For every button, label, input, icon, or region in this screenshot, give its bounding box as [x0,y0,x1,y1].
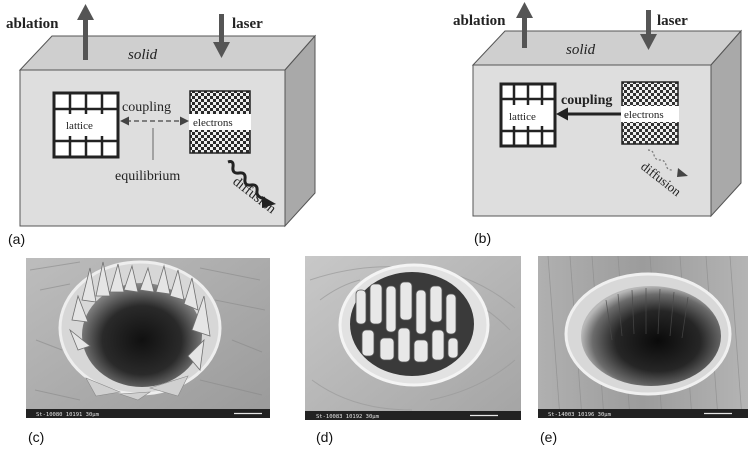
equilibrium-label: equilibrium [115,169,180,184]
crater-spikes [69,261,211,371]
scale-bar-text: St-10083 10192 30µm [316,414,380,420]
electrons-label: electrons [624,109,664,121]
laser-label: laser [232,16,263,32]
panel-d-label: (d) [316,429,333,445]
scale-bar-text: St-14003 10196 30µm [548,412,612,418]
lattice-box [52,91,120,159]
surface-texture [29,261,266,401]
crater-debris [85,375,189,401]
crater-wall-lines [605,288,689,341]
ablation-label: ablation [453,13,506,29]
coupling-label: coupling [561,93,612,108]
solid-label: solid [566,42,596,58]
scale-bar-strip [538,409,748,418]
crater-columns [355,281,459,363]
ablation-arrow [516,2,533,48]
lattice-label: lattice [509,111,536,123]
electrons-box [621,81,679,145]
crater-hole [82,283,202,387]
panel-c-micrograph: St-10080 10191 30µm (c) [26,258,270,445]
lattice-box [499,82,557,148]
laser-label: laser [657,13,688,29]
electrons-label: electrons [193,117,233,129]
scale-bar-strip [26,409,270,418]
coupling-label: coupling [122,100,171,115]
solid-side-face [284,34,316,228]
solid-top-face [18,35,317,71]
panel-b-label: (b) [474,230,491,246]
solid-top-face [471,30,743,66]
diffusion-arrow [647,149,688,177]
coupling-arrow [556,107,621,121]
panel-a: solid ablation laser lattice [6,4,317,247]
panel-e-micrograph: St-14003 10196 30µm (e) [538,255,748,445]
panel-d-micrograph: St-10083 10192 30µm (d) [305,256,521,445]
scale-bar-text: St-10080 10191 30µm [36,412,100,418]
ablation-label: ablation [6,16,59,32]
panel-c-label: (c) [28,429,44,445]
crater-hole [581,286,721,386]
electrons-box [189,90,251,154]
panel-b: solid ablation laser lattice electrons [453,2,743,246]
scale-bar-strip [305,411,521,420]
laser-arrow [213,14,230,58]
coupling-arrow [120,116,189,126]
solid-label: solid [128,47,158,63]
lattice-label: lattice [66,120,93,132]
diffusion-arrow [227,160,276,208]
panel-e-label: (e) [540,429,557,445]
panel-a-label: (a) [8,231,25,247]
laser-arrow [640,10,657,50]
ablation-arrow [77,4,94,60]
